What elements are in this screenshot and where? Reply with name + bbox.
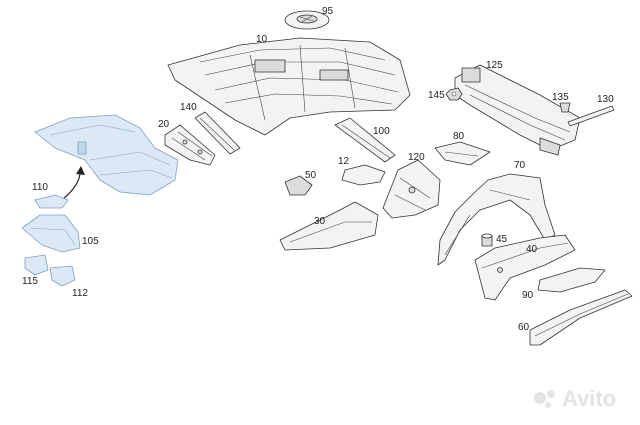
part-12-bracket (341, 164, 386, 186)
part-floor-section-highlighted (34, 114, 179, 196)
label-20: 20 (158, 119, 170, 130)
part-110-bracket (34, 194, 69, 209)
part-45-plug (481, 233, 493, 247)
label-100: 100 (373, 126, 390, 137)
label-115: 115 (22, 276, 38, 287)
label-70: 70 (514, 160, 526, 171)
part-40-rail (474, 234, 576, 301)
watermark-text: Avito (562, 386, 616, 411)
part-145-nut (445, 87, 463, 101)
part-20-bracket (164, 124, 216, 166)
part-125-crossmember (454, 64, 581, 156)
label-30: 30 (314, 216, 326, 227)
label-130: 130 (597, 94, 614, 105)
part-95-cap (284, 10, 330, 30)
part-10-floor-pan (167, 37, 411, 136)
label-40: 40 (526, 244, 538, 255)
assembly-arrow (61, 166, 85, 201)
part-60-rail (529, 289, 633, 346)
label-12: 12 (338, 156, 350, 167)
label-95: 95 (322, 6, 334, 17)
part-140-rail (194, 111, 241, 155)
label-135: 135 (552, 92, 569, 103)
part-50-bracket (284, 175, 313, 196)
label-90: 90 (522, 290, 534, 301)
part-30-sill (279, 201, 379, 251)
label-110: 110 (32, 182, 48, 193)
part-105-panel (21, 214, 81, 253)
label-140: 140 (180, 102, 197, 113)
label-45: 45 (496, 234, 508, 245)
label-112: 112 (72, 288, 88, 299)
label-60: 60 (518, 322, 530, 333)
part-135-bolt (559, 102, 571, 113)
part-100-member (334, 117, 396, 163)
part-90-extension (537, 267, 606, 293)
label-120: 120 (408, 152, 425, 163)
part-115-cup (24, 254, 49, 276)
part-120-bracket (382, 159, 441, 219)
label-145: 145 (428, 90, 445, 101)
avito-watermark: Avito (534, 386, 616, 411)
label-125: 125 (486, 60, 503, 71)
label-80: 80 (453, 131, 465, 142)
part-130-rod (567, 105, 615, 127)
label-105: 105 (82, 236, 99, 247)
part-112-cup (49, 265, 76, 287)
part-70-wheelhouse (437, 173, 556, 266)
part-80-plate (434, 141, 491, 166)
label-50: 50 (305, 170, 317, 181)
label-10: 10 (256, 34, 268, 45)
